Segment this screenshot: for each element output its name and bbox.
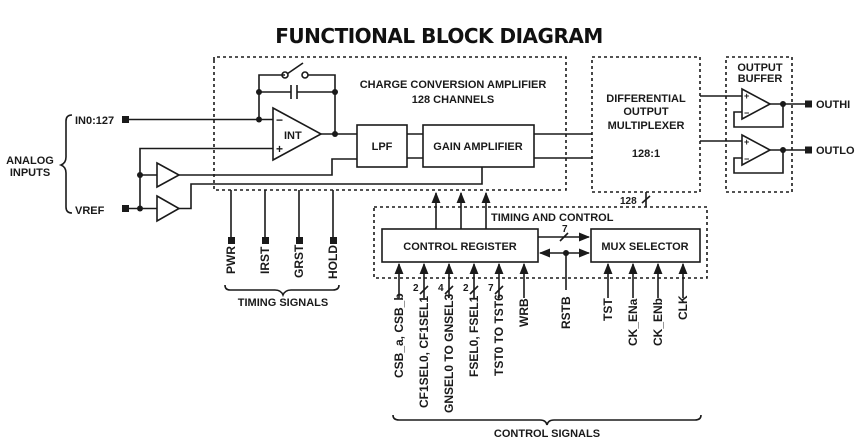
- timing-control-label: TIMING AND CONTROL: [491, 212, 614, 224]
- mux-label-line2: OUTPUT: [623, 106, 669, 118]
- mux-ratio-label: 128:1: [632, 148, 660, 160]
- outhi-feedback-wire: [733, 103, 805, 128]
- vref-buffer-upper-output: [179, 158, 357, 176]
- irst-pin-terminal: [262, 237, 269, 244]
- timing-signal-pins: PWR IRST GRST HOLD: [224, 190, 340, 279]
- bus-slash-icon: [419, 285, 504, 295]
- in-pin-terminal: [122, 116, 129, 123]
- lpf-to-gain-wires: [407, 133, 423, 159]
- in-pin-label: IN0:127: [75, 115, 114, 127]
- pwr-label: PWR: [224, 246, 238, 274]
- junction-dot: [332, 131, 338, 137]
- lpf-label: LPF: [372, 141, 393, 153]
- integrator-label: INT: [284, 130, 302, 142]
- svg-text:+: +: [744, 137, 749, 147]
- irst-label: IRST: [258, 246, 272, 274]
- output-buffer-boundary: [725, 56, 793, 193]
- svg-text:−: −: [744, 154, 749, 164]
- control-signals-brace: [392, 414, 702, 426]
- vref-pin-terminal: [122, 205, 129, 212]
- gain-amplifier-label: GAIN AMPLIFIER: [433, 141, 522, 153]
- analog-label-line1: ANALOG: [6, 155, 54, 167]
- gain-amplifier-block: [422, 124, 535, 168]
- cf1sel-label: CF1SEL0, CF1SEL1: [417, 296, 431, 408]
- gnsel-bus-width: 4: [438, 283, 444, 294]
- analog-inputs-brace: [58, 114, 73, 214]
- int-plus-sign: +: [276, 142, 283, 156]
- gnsel-label: GNSEL0 TO GNSEL3: [442, 294, 456, 413]
- int-minus-sign: −: [276, 113, 283, 127]
- hold-pin-terminal: [330, 237, 337, 244]
- feedback-capacitor-icon: [290, 85, 298, 99]
- switch-contact-icon: [281, 71, 289, 79]
- control-register-label: CONTROL REGISTER: [403, 241, 517, 253]
- grst-pin-terminal: [296, 237, 303, 244]
- csb-label: CSB_a, CSB_b: [392, 293, 406, 378]
- vref-buffer-upper-icon: [156, 161, 181, 189]
- register-bus-width: 7: [562, 224, 568, 235]
- outlo-feedback-wire: [733, 149, 805, 174]
- rstb-label: RSTB: [559, 296, 573, 329]
- tst-bus-width: 7: [488, 283, 494, 294]
- mux-selector-input-arrows: [603, 262, 688, 298]
- clk-label: CLK: [676, 295, 690, 320]
- outhi-buffer-icon: [741, 87, 772, 121]
- control-signals-label: CONTROL SIGNALS: [494, 428, 600, 440]
- outhi-label: OUTHI: [816, 99, 850, 111]
- outhi-pin-terminal: [805, 100, 812, 108]
- output-buffer-label-line1: OUTPUT: [737, 62, 783, 74]
- grst-label: GRST: [292, 244, 306, 278]
- outlo-pin-terminal: [805, 146, 812, 154]
- output-buffer-label-line2: BUFFER: [738, 73, 783, 85]
- timing-signals-brace: [224, 284, 340, 298]
- mux-selector-label: MUX SELECTOR: [601, 241, 688, 253]
- multiplexer-boundary: [591, 56, 701, 193]
- mux-label-line3: MULTIPLEXER: [608, 120, 685, 132]
- fsel-bus-width: 2: [463, 283, 469, 294]
- outlo-buffer-icon: [741, 133, 772, 167]
- timing-control-boundary: [373, 206, 708, 279]
- svg-text:+: +: [744, 91, 749, 101]
- channel-count-label: 128 CHANNELS: [412, 94, 495, 106]
- lpf-block: [356, 124, 408, 168]
- switch-contact-icon: [301, 71, 309, 79]
- bus-slash-icon: [641, 195, 651, 204]
- pwr-pin-terminal: [228, 237, 235, 244]
- tst-label: TST: [601, 298, 615, 321]
- gain-to-mux-wires: [534, 133, 592, 159]
- vref-to-int-plus-wire: [139, 147, 275, 209]
- fsel-label: FSEL0, FSEL1: [467, 295, 481, 377]
- ck-ena-label: CK_ENa: [626, 298, 640, 346]
- mux-bus-width: 128: [620, 196, 637, 207]
- charge-conversion-boundary: [213, 56, 567, 191]
- register-input-arrows: [394, 262, 529, 298]
- outlo-label: OUTLO: [816, 145, 855, 157]
- integrator-amplifier-icon: [272, 106, 323, 162]
- cf1sel-bus-width: 2: [413, 283, 419, 294]
- switch-blade-icon: [286, 62, 304, 75]
- hold-label: HOLD: [326, 245, 340, 279]
- mux-selector-block: [590, 228, 701, 263]
- svg-text:−: −: [744, 108, 749, 118]
- charge-conversion-label: CHARGE CONVERSION AMPLIFIER: [360, 79, 547, 91]
- control-register-block: [381, 228, 539, 263]
- analog-inputs-group: ANALOG INPUTS IN0:127 VREF: [6, 114, 129, 217]
- vref-pin-label: VREF: [75, 205, 105, 217]
- mux-label-line1: DIFFERENTIAL: [606, 93, 686, 105]
- analog-label-line2: INPUTS: [10, 167, 50, 179]
- wrb-label: WRB: [517, 298, 531, 327]
- diagram-title: FUNCTIONAL BLOCK DIAGRAM: [275, 24, 602, 48]
- timing-signals-label: TIMING SIGNALS: [238, 297, 328, 309]
- junction-dot: [137, 205, 143, 212]
- integrator-feedback: [256, 62, 338, 133]
- bus-slash-icon: [559, 232, 569, 242]
- ck-enb-label: CK_ENb: [651, 298, 665, 346]
- vref-buffer-lower-output: [179, 158, 483, 210]
- vref-buffer-lower-icon: [156, 194, 181, 223]
- tst-range-label: TST0 TO TST6: [492, 294, 506, 376]
